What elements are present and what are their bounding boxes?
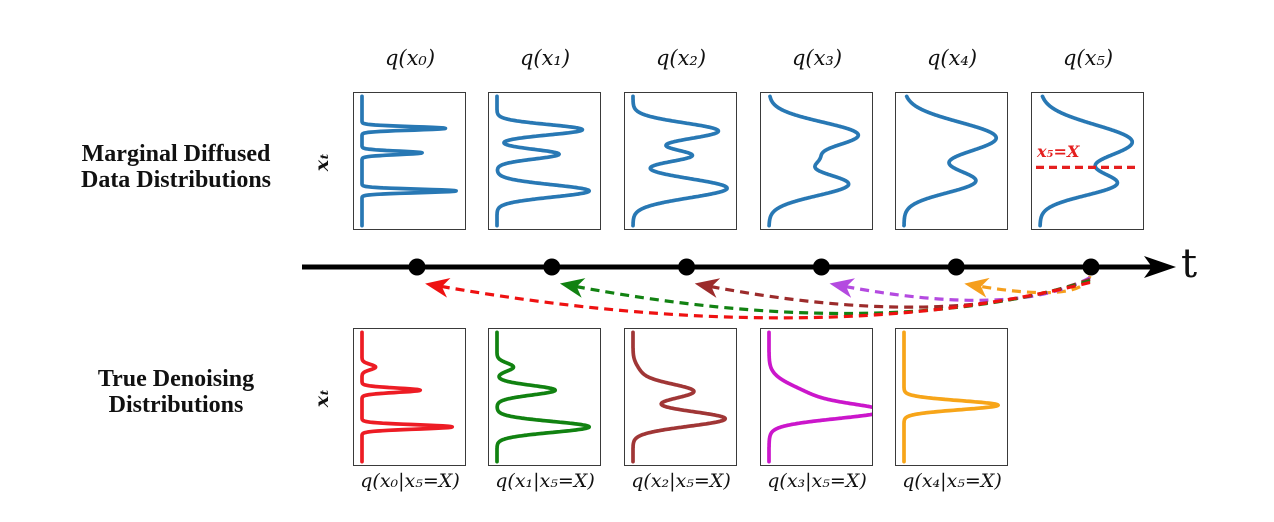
distribution-curve: [360, 94, 458, 228]
bottom-plot-1: [488, 328, 601, 466]
timeline-arrowhead-icon: [1144, 256, 1176, 278]
top-plot-label-4: q(x₄): [926, 46, 978, 70]
marginal-distributions-title: Marginal Diffused Data Distributions: [40, 141, 312, 194]
distribution-plot-area: [631, 330, 728, 464]
top-plot-5: x₅=X: [1031, 92, 1144, 230]
bottom-plot-0: [353, 328, 466, 466]
timeline-dot-0: [408, 258, 426, 276]
distribution-plot-area: [360, 330, 455, 464]
top-plot-3: [760, 92, 873, 230]
bottom-plot-label-4: q(x₄|x₅=X): [902, 470, 1002, 492]
distribution-curve: [495, 330, 592, 464]
timeline: [290, 240, 1190, 335]
timeline-axis: [302, 256, 1176, 320]
top-plot-4: [895, 92, 1008, 230]
top-plot-label-0: q(x₀): [384, 46, 436, 70]
bottom-plot-label-3: q(x₃|x₅=X): [767, 470, 867, 492]
marginal-title-line-1: Marginal Diffused: [81, 141, 271, 167]
xt-axis-label-bottom: xₜ: [311, 388, 333, 408]
top-plot-2: [624, 92, 737, 230]
distribution-plot-area: [767, 94, 861, 228]
distribution-plot-area: [902, 94, 999, 228]
t-axis-label: t: [1181, 241, 1198, 287]
distribution-plot-area: [495, 330, 592, 464]
top-plot-1: [488, 92, 601, 230]
distribution-plot-area: [767, 330, 872, 464]
distribution-curve: [767, 94, 861, 228]
top-plot-0: [353, 92, 466, 230]
top-plot-label-2: q(x₂): [655, 46, 707, 70]
x5-equals-X-label: x₅=X: [1037, 142, 1080, 161]
timeline-dot-1: [543, 258, 561, 276]
denoising-distributions-title: True Denoising Distributions: [40, 366, 312, 419]
denoising-title-line-2: Distributions: [108, 392, 244, 419]
timeline-dot-3: [812, 258, 830, 276]
denoising-title-line-1: True Denoising: [97, 366, 255, 392]
distribution-plot-area: [1036, 94, 1139, 228]
denoising-arrow-to-t0: [425, 277, 1091, 320]
distribution-curve: [360, 330, 455, 464]
timeline-dot-2: [678, 258, 696, 276]
timeline-dot-4: [947, 258, 965, 276]
bottom-plot-3: [760, 328, 873, 466]
bottom-plot-2: [624, 328, 737, 466]
distribution-curve: [631, 330, 728, 464]
distribution-curve: [1038, 94, 1135, 228]
top-plot-label-1: q(x₁): [519, 46, 571, 70]
top-plot-label-5: q(x₅): [1062, 46, 1114, 70]
distribution-curve: [767, 330, 872, 464]
denoising-arrow-to-t3: [829, 276, 1091, 302]
denoising-arrow-to-t2: [694, 277, 1091, 309]
distribution-plot-area: [902, 330, 1000, 464]
timeline-dot-5: [1082, 258, 1100, 276]
distribution-plot-area: [495, 94, 592, 228]
distribution-plot-area: [360, 94, 458, 228]
bottom-plot-label-2: q(x₂|x₅=X): [631, 470, 731, 492]
xt-axis-label-top: xₜ: [311, 152, 333, 172]
marginal-title-line-2: Data Distributions: [80, 167, 272, 194]
distribution-curve: [902, 330, 1000, 464]
distribution-curve: [495, 94, 592, 228]
bottom-plot-label-0: q(x₀|x₅=X): [360, 470, 460, 492]
distribution-curve: [631, 94, 729, 228]
bottom-plot-label-1: q(x₁|x₅=X): [495, 470, 595, 492]
denoising-arrow-to-t1: [559, 278, 1091, 316]
distribution-plot-area: [631, 94, 729, 228]
bottom-plot-4: [895, 328, 1008, 466]
distribution-curve: [902, 94, 999, 228]
top-plot-label-3: q(x₃): [791, 46, 843, 70]
